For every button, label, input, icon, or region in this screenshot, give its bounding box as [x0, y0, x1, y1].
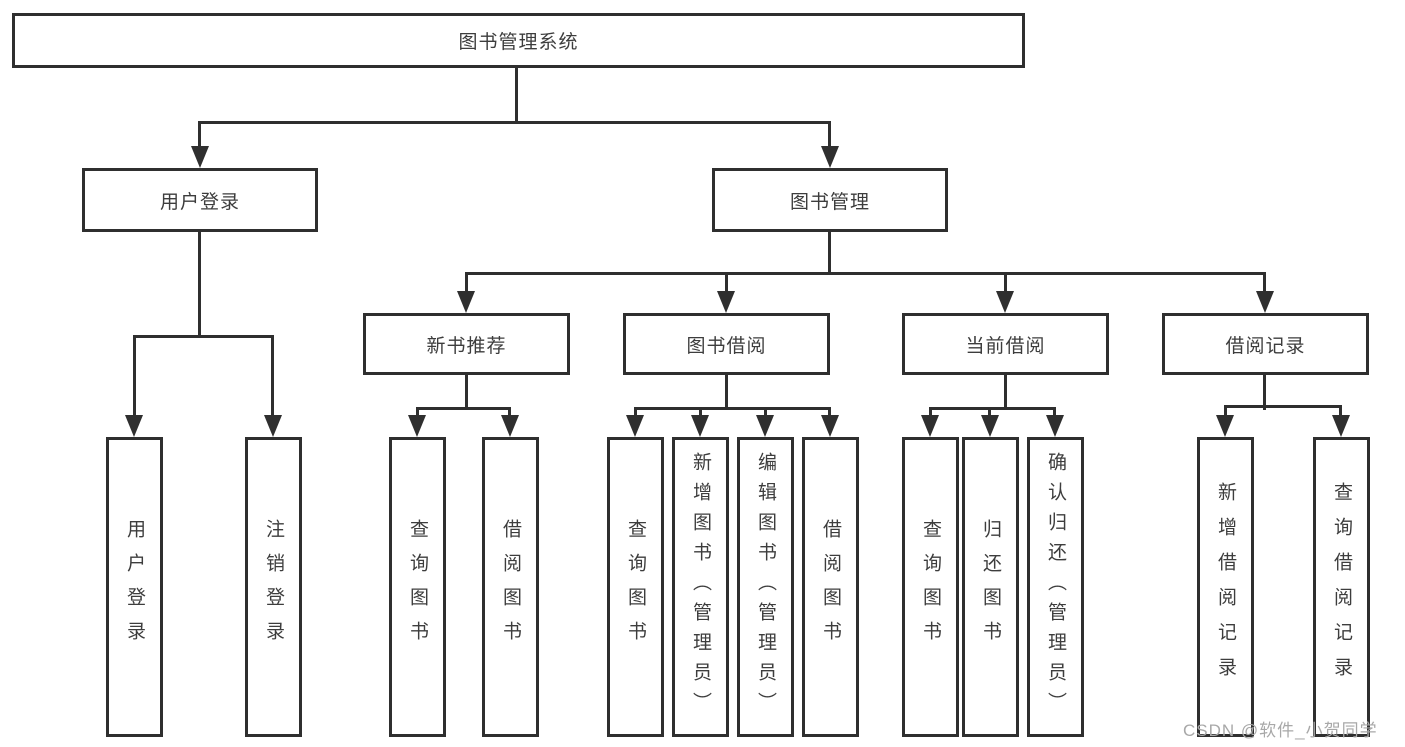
connector-drop — [929, 407, 932, 419]
arrow-down-icon — [457, 291, 475, 313]
leaf-label: 借阅图书 — [500, 519, 521, 655]
arrow-down-icon — [717, 291, 735, 313]
connector-drop — [1053, 407, 1056, 419]
connector-login-rail — [133, 335, 274, 338]
leaf-label: 新增借阅记录 — [1215, 482, 1236, 692]
arrow-down-icon — [1046, 415, 1064, 437]
arrow-down-icon — [756, 415, 774, 437]
node-label: 图书管理 — [789, 191, 870, 213]
node-book-management: 图书管理 — [712, 168, 948, 232]
node-label: 当前借阅 — [965, 335, 1046, 357]
connector-drop — [1339, 405, 1342, 419]
arrow-down-icon — [996, 291, 1014, 313]
connector-drop-borrow-records — [1263, 272, 1266, 295]
leaf-query-books-borrow: 查询图书 — [607, 437, 664, 737]
arrow-down-icon — [501, 415, 519, 437]
node-label: 图书借阅 — [686, 335, 767, 357]
connector-management-rail — [465, 272, 1266, 275]
leaf-label: 查询图书 — [625, 519, 646, 655]
arrow-down-icon — [1216, 415, 1234, 437]
leaf-query-borrow-record: 查询借阅记录 — [1313, 437, 1370, 737]
connector-drop-current-borrow — [1004, 272, 1007, 295]
connector-root-stub — [515, 68, 518, 124]
node-label: 图书管理系统 — [458, 32, 579, 53]
leaf-label: 查询图书 — [407, 519, 428, 655]
connector-drop — [828, 407, 831, 419]
leaf-label: 新增图书（管理员） — [690, 452, 711, 722]
connector-newbook-stub — [465, 375, 468, 410]
connector-drop-book-management — [828, 121, 831, 150]
connector-borrow-stub — [725, 375, 728, 410]
arrow-down-icon — [408, 415, 426, 437]
arrow-down-icon — [821, 146, 839, 168]
leaf-user-login: 用户登录 — [106, 437, 163, 737]
node-label: 借阅记录 — [1225, 335, 1306, 357]
leaf-label: 用户登录 — [124, 519, 145, 655]
connector-drop — [699, 407, 702, 419]
connector-drop — [508, 407, 511, 419]
arrow-down-icon — [981, 415, 999, 437]
node-label: 用户登录 — [159, 191, 240, 213]
arrow-down-icon — [191, 146, 209, 168]
csdn-watermark: CSDN @软件_小贺同学 — [1183, 721, 1378, 740]
leaf-logout: 注销登录 — [245, 437, 302, 737]
connector-borrow-rail — [634, 407, 831, 410]
leaf-add-books-admin: 新增图书（管理员） — [672, 437, 729, 737]
connector-drop — [416, 407, 419, 419]
connector-login-stub — [198, 232, 201, 338]
node-current-borrow: 当前借阅 — [902, 313, 1109, 375]
leaf-label: 注销登录 — [263, 519, 284, 655]
leaf-borrow-books-recommend: 借阅图书 — [482, 437, 539, 737]
arrow-down-icon — [921, 415, 939, 437]
arrow-down-icon — [821, 415, 839, 437]
connector-drop-leaf-logout — [271, 335, 274, 419]
connector-drop-user-login — [198, 121, 201, 150]
node-user-login: 用户登录 — [82, 168, 318, 232]
connector-management-stub — [828, 232, 831, 275]
leaf-add-borrow-record: 新增借阅记录 — [1197, 437, 1254, 737]
leaf-edit-books-admin: 编辑图书（管理员） — [737, 437, 794, 737]
leaf-label: 借阅图书 — [820, 519, 841, 655]
connector-current-rail — [929, 407, 1056, 410]
leaf-label: 查询图书 — [920, 519, 941, 655]
leaf-query-books-current: 查询图书 — [902, 437, 959, 737]
connector-drop-leaf-login — [133, 335, 136, 419]
node-book-borrow: 图书借阅 — [623, 313, 830, 375]
arrow-down-icon — [1256, 291, 1274, 313]
leaf-label: 归还图书 — [980, 519, 1001, 655]
connector-drop — [634, 407, 637, 419]
leaf-confirm-return-admin: 确认归还（管理员） — [1027, 437, 1084, 737]
connector-current-stub — [1004, 375, 1007, 410]
connector-drop-new-book — [465, 272, 468, 295]
leaf-return-books: 归还图书 — [962, 437, 1019, 737]
connector-drop-book-borrow — [725, 272, 728, 295]
node-borrow-records: 借阅记录 — [1162, 313, 1369, 375]
connector-records-rail — [1224, 405, 1342, 408]
connector-drop — [764, 407, 767, 419]
arrow-down-icon — [626, 415, 644, 437]
connector-records-stub — [1263, 375, 1266, 410]
leaf-label: 编辑图书（管理员） — [755, 452, 776, 722]
arrow-down-icon — [1332, 415, 1350, 437]
leaf-query-books-recommend: 查询图书 — [389, 437, 446, 737]
node-root-system: 图书管理系统 — [12, 13, 1025, 68]
connector-drop — [988, 407, 991, 419]
leaf-label: 查询借阅记录 — [1331, 482, 1352, 692]
connector-root-rail — [199, 121, 831, 124]
connector-newbook-rail — [416, 407, 511, 410]
node-label: 新书推荐 — [426, 335, 507, 357]
node-new-book-recommend: 新书推荐 — [363, 313, 570, 375]
connector-drop — [1224, 405, 1227, 419]
arrow-down-icon — [125, 415, 143, 437]
arrow-down-icon — [264, 415, 282, 437]
leaf-borrow-books: 借阅图书 — [802, 437, 859, 737]
leaf-label: 确认归还（管理员） — [1045, 452, 1066, 722]
arrow-down-icon — [691, 415, 709, 437]
